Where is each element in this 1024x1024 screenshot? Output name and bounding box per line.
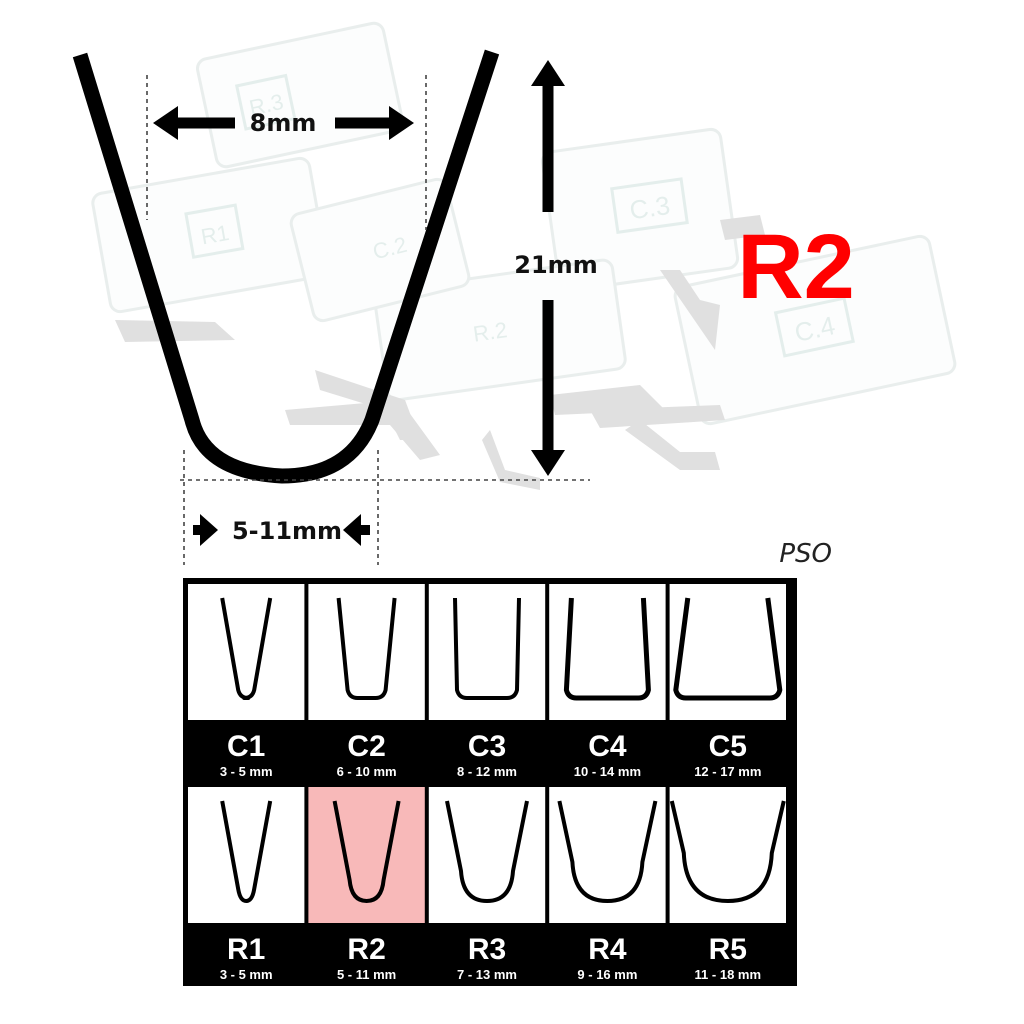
dimension-guides bbox=[146, 75, 590, 565]
height-label: 21mm bbox=[514, 251, 597, 279]
cell-range-label: 12 - 17 mm bbox=[694, 764, 761, 779]
cell-code-label: R2 bbox=[347, 933, 385, 966]
blade-shape-c1 bbox=[220, 597, 273, 700]
blade-profile-r2-large bbox=[72, 49, 500, 484]
package-r2: R.2 bbox=[373, 258, 627, 402]
cell-code-label: R1 bbox=[227, 933, 265, 966]
bottom-dimension: 5-11mm bbox=[193, 514, 370, 546]
cell-code-label: C2 bbox=[347, 730, 385, 763]
blade-shape-c2 bbox=[336, 597, 397, 700]
blade-shape-c3 bbox=[453, 597, 521, 700]
blade-shape-r2 bbox=[332, 800, 401, 903]
width-label: 8mm bbox=[250, 109, 317, 137]
arrowhead-down bbox=[531, 450, 565, 476]
loose-blade bbox=[550, 385, 665, 415]
loose-blade bbox=[115, 320, 235, 342]
loose-blade bbox=[482, 430, 540, 490]
cell-range-label: 3 - 5 mm bbox=[220, 967, 273, 982]
loose-blade bbox=[590, 405, 725, 428]
package-c4: C.4 bbox=[673, 234, 957, 426]
cell-range-label: 10 - 14 mm bbox=[574, 764, 641, 779]
loose-blade bbox=[660, 270, 720, 350]
cell-range-label: 6 - 10 mm bbox=[337, 764, 397, 779]
blade-shape-r4 bbox=[557, 800, 658, 903]
arrowhead-inward-left bbox=[200, 514, 218, 546]
table-cell-c1: C13 - 5 mm bbox=[188, 584, 305, 779]
cell-code-label: C1 bbox=[227, 730, 265, 763]
blade-shape-r5 bbox=[669, 800, 786, 903]
loose-blade bbox=[720, 215, 765, 240]
package-r3: R.3 bbox=[196, 21, 404, 169]
package-c2: C.2 bbox=[289, 177, 471, 323]
cell-range-label: 8 - 12 mm bbox=[457, 764, 517, 779]
arrowhead-left bbox=[153, 106, 178, 140]
table-cell-r3: R37 - 13 mm bbox=[428, 787, 546, 982]
cell-code-label: C4 bbox=[588, 730, 627, 763]
brand-label: PSO bbox=[779, 539, 832, 569]
blade-shape-c4 bbox=[563, 597, 651, 701]
blade-shape-c5 bbox=[673, 597, 783, 701]
height-dimension: 21mm bbox=[514, 60, 598, 476]
package-c3: C.3 bbox=[540, 127, 740, 293]
loose-blade bbox=[625, 420, 720, 470]
arrowhead-inward-right bbox=[343, 514, 361, 546]
table-cell-r1: R13 - 5 mm bbox=[188, 787, 305, 982]
cell-range-label: 5 - 11 mm bbox=[337, 967, 396, 982]
cell-code-label: R4 bbox=[588, 933, 627, 966]
cell-range-label: 7 - 13 mm bbox=[457, 967, 517, 982]
table-cell-r2: R25 - 11 mm bbox=[308, 787, 425, 982]
cell-range-label: 3 - 5 mm bbox=[220, 764, 273, 779]
arrowhead-up bbox=[531, 60, 565, 86]
loose-blade bbox=[285, 400, 440, 460]
arrowhead-right bbox=[389, 106, 414, 140]
cell-code-label: C3 bbox=[468, 730, 506, 763]
blade-shape-r3 bbox=[445, 800, 529, 903]
package-label: C.3 bbox=[628, 190, 672, 225]
table-cell-c3: C38 - 12 mm bbox=[428, 584, 546, 779]
table-cell-r4: R49 - 16 mm bbox=[549, 787, 666, 982]
table-cell-c2: C26 - 10 mm bbox=[308, 584, 425, 779]
cell-range-label: 11 - 18 mm bbox=[695, 967, 762, 982]
width-dimension: 8mm bbox=[153, 106, 414, 140]
cell-code-label: R3 bbox=[468, 933, 506, 966]
blade-shape-r1 bbox=[220, 800, 273, 903]
loose-blade bbox=[315, 370, 420, 440]
cell-code-label: C5 bbox=[709, 730, 747, 763]
package-label: R.2 bbox=[471, 317, 508, 347]
package-label: R1 bbox=[199, 220, 231, 250]
cell-code-label: R5 bbox=[709, 933, 747, 966]
model-label: R2 bbox=[737, 216, 855, 318]
bottom-label: 5-11mm bbox=[232, 517, 342, 545]
cell-range-label: 9 - 16 mm bbox=[577, 967, 637, 982]
